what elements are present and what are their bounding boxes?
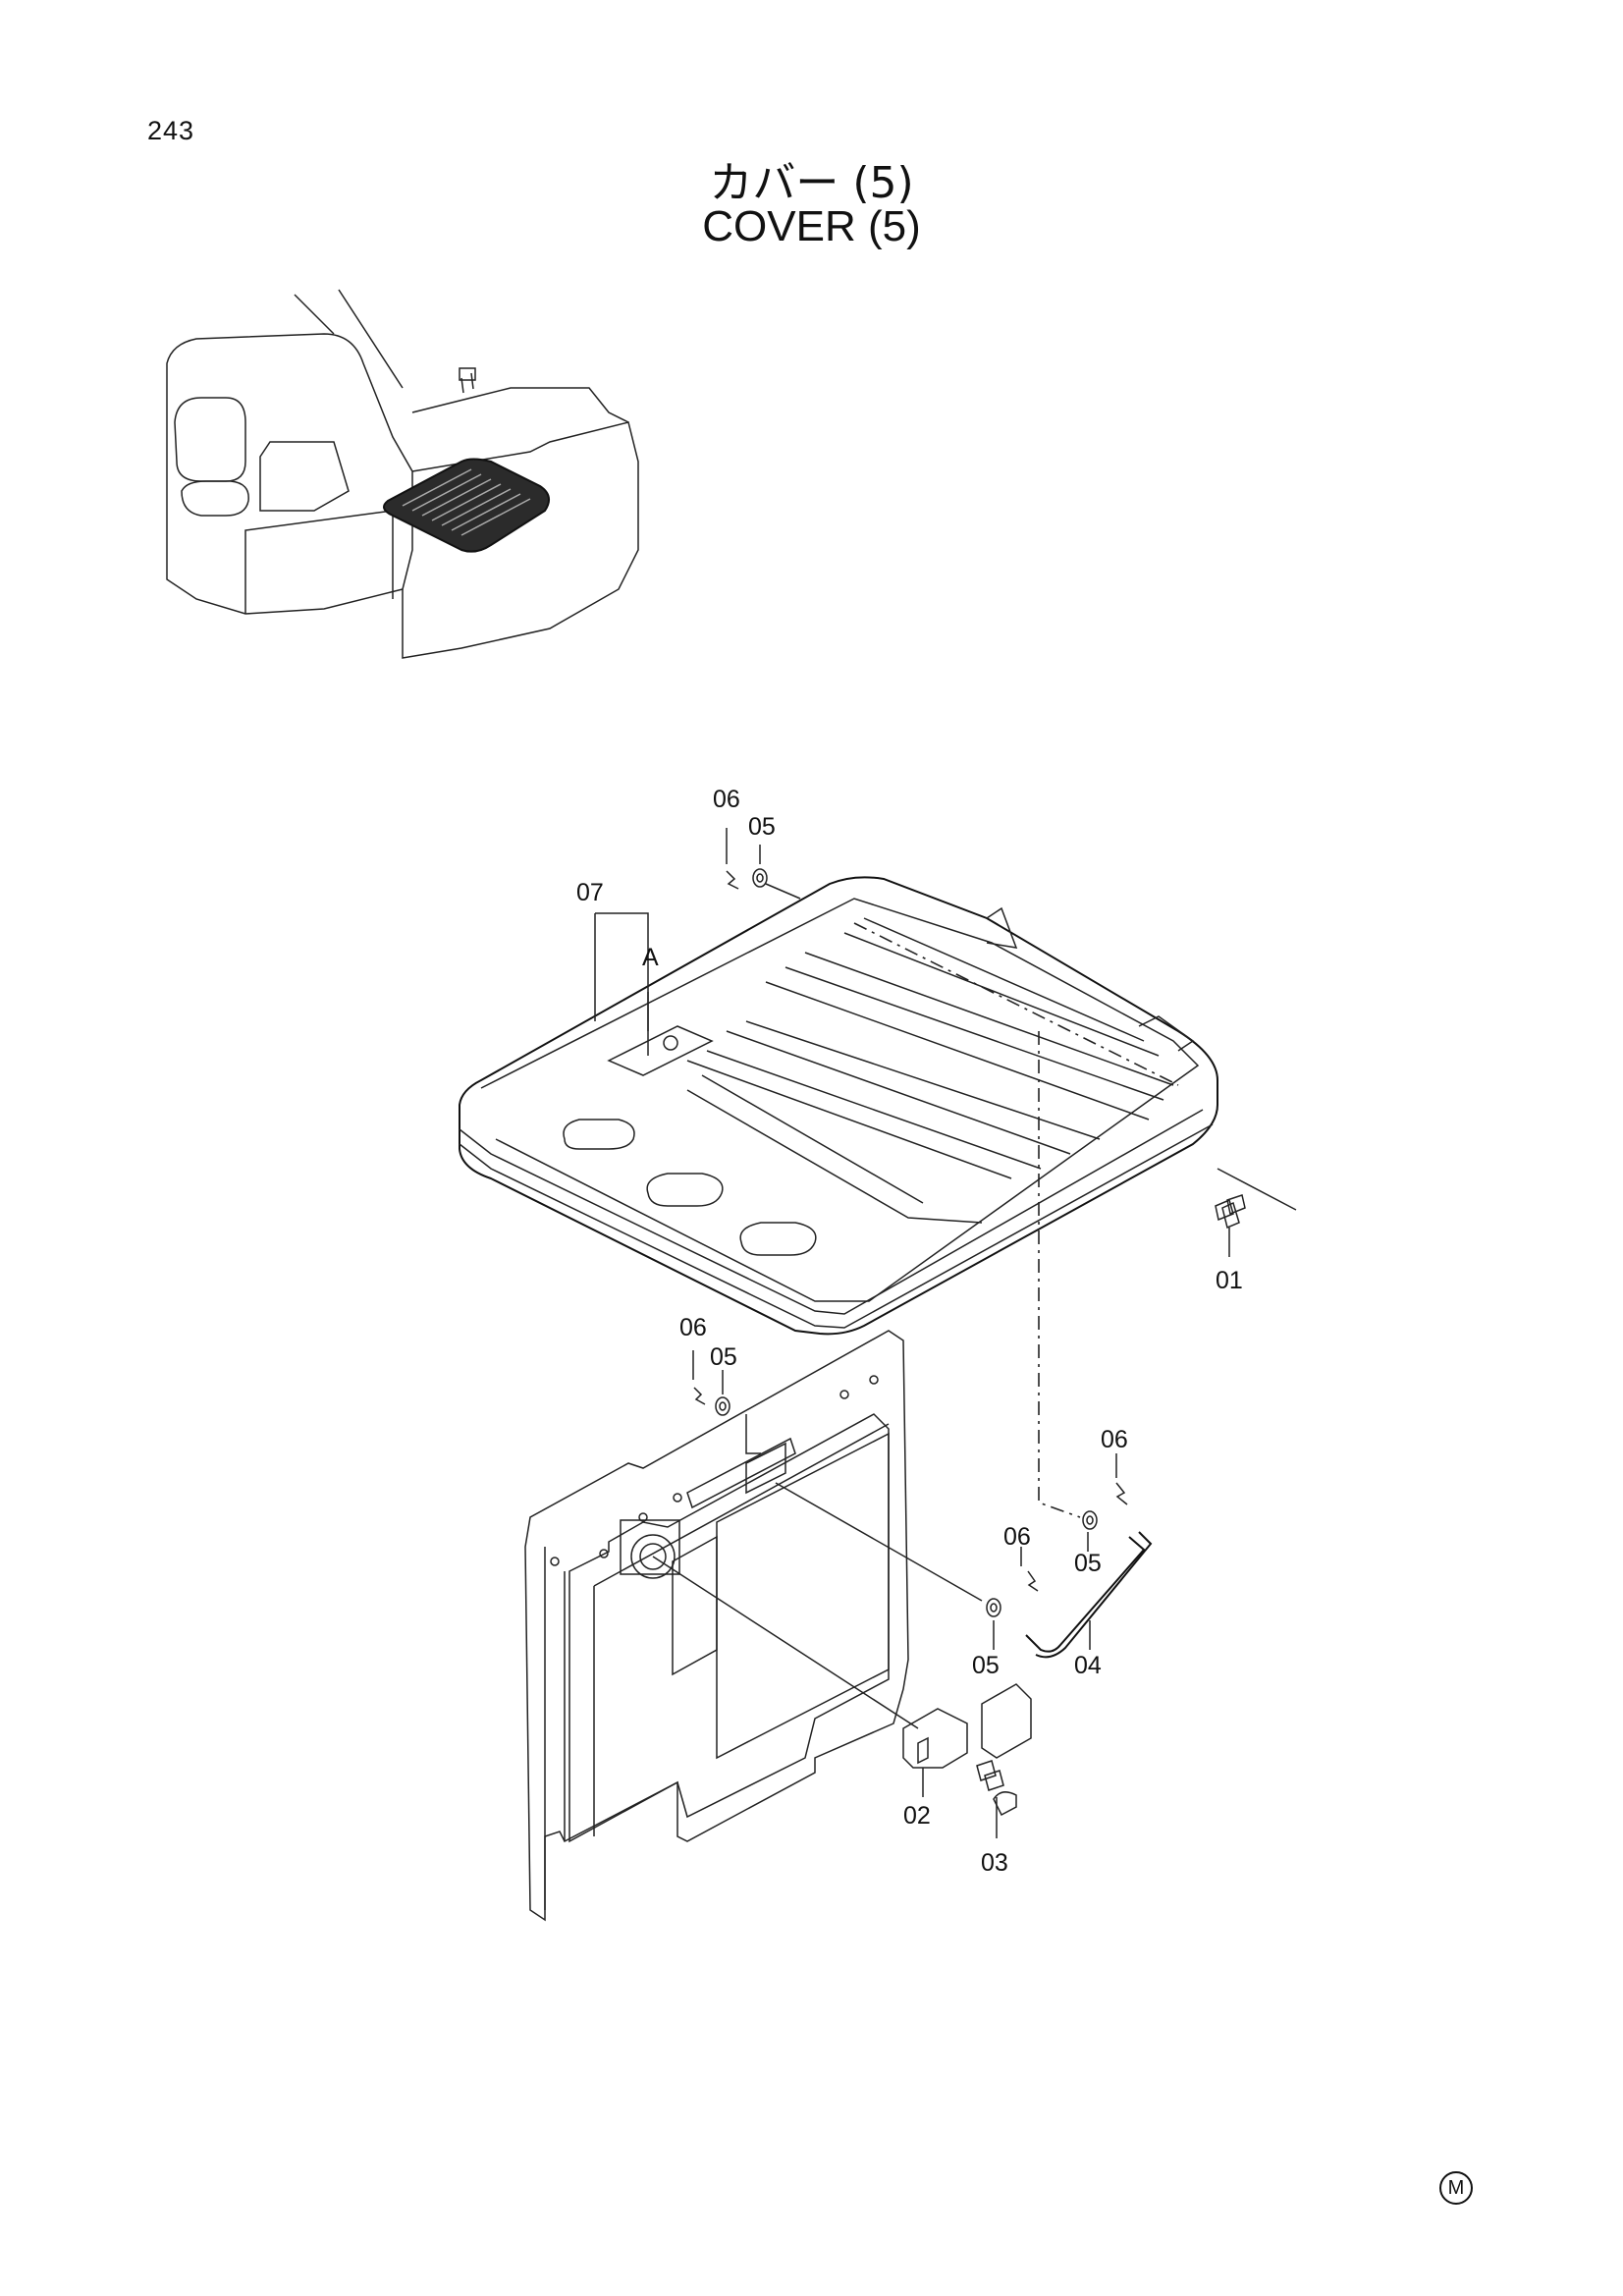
callout-05-right: 05 [1074, 1550, 1102, 1577]
callout-05-middle: 05 [710, 1343, 737, 1371]
support-frame [524, 1330, 909, 1922]
callout-02: 02 [903, 1802, 931, 1830]
page-title-english: COVER (5) [702, 202, 921, 250]
callout-06-middle: 06 [679, 1314, 707, 1341]
callout-detail-a: A [642, 944, 659, 971]
callout-labels: 06 05 07 A 01 06 05 06 05 06 05 04 02 03 [576, 786, 1243, 1877]
excavator-overview-sketch [166, 289, 639, 659]
page-title-japanese: カバー (5) [709, 158, 914, 208]
callout-05-top: 05 [748, 813, 776, 841]
cover-panel-assembly [459, 876, 1218, 1336]
callout-04: 04 [1074, 1652, 1102, 1679]
callout-07: 07 [576, 879, 604, 906]
callout-06-right: 06 [1101, 1426, 1128, 1453]
callout-01: 01 [1216, 1267, 1243, 1294]
callout-06-top: 06 [713, 786, 740, 813]
corner-mark: M [1439, 2171, 1473, 2205]
callout-05-lower: 05 [972, 1652, 1000, 1679]
callout-06-lower: 06 [1003, 1523, 1031, 1551]
callout-03: 03 [981, 1849, 1008, 1877]
leader-lines [594, 828, 1297, 1838]
cover-location-highlight [383, 458, 550, 553]
hardware-parts [693, 868, 1246, 1817]
page-number: 243 [147, 116, 195, 145]
